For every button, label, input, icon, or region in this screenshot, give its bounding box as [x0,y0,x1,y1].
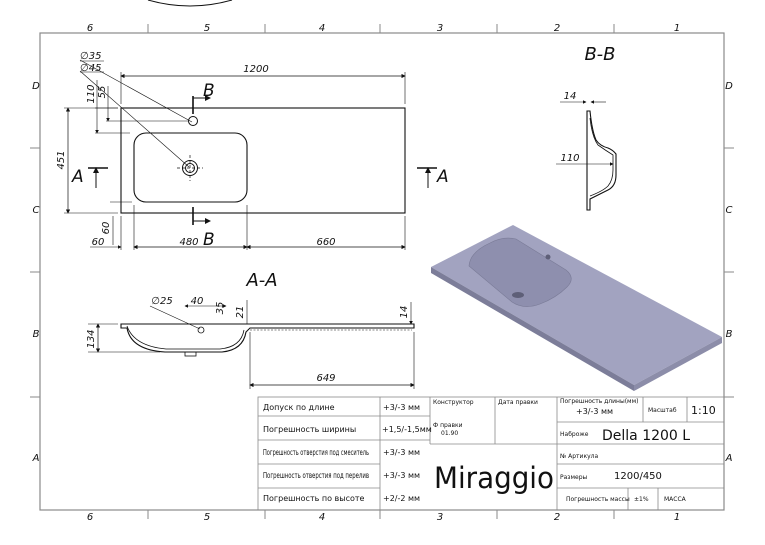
section-bb-title: B-B [585,44,616,65]
dim-offset-110: 110 [86,84,97,103]
tolerance-label-overflow: Погрешность отверстия под перелив [263,471,369,480]
title-block-text: Допуск по длине +3/-3 мм Погрешность шир… [263,398,716,503]
dim-aa-649: 649 [316,373,335,384]
product-name: Della 1200 L [602,428,690,444]
dim-bowl-480: 480 [179,237,198,248]
col-label-2: 2 [554,23,560,34]
title-block-frame [257,396,725,511]
dim-aa-drain-25: ∅25 [151,296,172,307]
tolerance-value-overflow: +3/-3 мм [383,471,420,480]
render-side-edge [634,337,722,391]
sizes-value: 1200/450 [614,471,662,482]
section-bb-profile [586,110,617,211]
date-label: Дата правки [498,399,538,406]
cut-marker-b-bottom: B [203,230,215,250]
partial-sink-outline [147,0,233,7]
row-label-c-right: C [726,205,733,216]
depth-tolerance-value: +3/-3 мм [576,407,613,416]
tolerance-label-height: Погрешность по высоте [263,494,365,503]
leader-45 [79,70,190,168]
brand-logo: Miraggio [434,461,554,495]
row-label-d-right: D [725,81,733,92]
row-label-c: C [33,205,40,216]
cut-marker-a-right: A [436,167,449,187]
row-label-d: D [32,81,40,92]
dim-bottom-60: 60 [101,222,112,235]
name-label: Наброже [560,431,589,438]
dim-width-451: 451 [56,150,67,169]
scale-label: Масштаб [648,407,677,414]
faucet-hole [188,116,198,126]
col-label-3-bottom: 3 [437,512,443,523]
tolerance-value-faucet: +3/-3 мм [383,448,420,457]
col-label-5-bottom: 5 [204,512,210,523]
dim-hole-35: ∅35 [80,51,101,62]
column-labels-bottom: 6 5 4 3 2 1 [87,512,680,523]
render-faucet-hole [545,254,551,260]
section-bb: B-B 14 110 [556,44,617,211]
row-label-b-right: B [726,329,733,340]
dim-aa-134: 134 [86,329,97,348]
article-label: № Артикула [560,453,598,460]
tolerance-label-length: Допуск по длине [263,403,335,412]
col-label-5: 5 [204,23,210,34]
plan-view: ∅35 ∅45 1200 110 55 451 60 60 480 [56,51,449,250]
leader-35 [79,59,193,123]
depth-tolerance-label: Погрешность длины(мм) [560,398,638,405]
tolerance-value-width: +1,5/-1,5мм [382,425,432,434]
row-label-b: B [33,329,40,340]
dim-aa-40: 40 [191,296,204,307]
designer-label: Конструктор [433,399,474,406]
col-label-6: 6 [87,23,93,34]
render-bowl [468,237,572,307]
render-front-edge [431,267,634,391]
col-label-4: 4 [319,23,325,34]
mass-tolerance-label: Погрешность массы [566,496,630,503]
dim-overall-length: 1200 [243,64,268,75]
render-drain [512,292,524,298]
section-aa-title: A-A [245,270,277,291]
tolerance-value-length: +3/-3 мм [383,403,420,412]
row-label-a: A [32,453,40,464]
tolerance-label-faucet: Погрешность отверстия под смеситель [263,448,369,457]
bowl-outline [133,132,248,203]
note-value: 01.90 [441,430,458,437]
scale-value: 1:10 [691,404,716,417]
col-label-6-bottom: 6 [87,512,93,523]
col-label-2-bottom: 2 [554,512,560,523]
row-labels-right: D C B A [725,81,734,464]
dim-aa-35: 35 [215,302,226,315]
dim-bb-110: 110 [560,153,579,164]
zone-ticks [30,24,734,519]
cut-marker-a-left: A [71,167,84,187]
dim-aa-14: 14 [399,306,410,319]
col-label-1-bottom: 1 [674,512,680,523]
dim-shelf-660: 660 [316,237,335,248]
row-label-a-right: A [725,453,733,464]
dim-offset-55: 55 [97,86,108,99]
countertop-outline [120,107,406,214]
col-label-1: 1 [674,23,680,34]
tolerance-value-height: +2/-2 мм [383,494,420,503]
section-aa: A-A ∅25 40 35 21 14 134 649 [86,270,415,389]
sink-3d-render [431,225,722,391]
section-aa-profile [120,323,415,353]
sizes-label: Размеры [560,474,588,481]
col-label-3: 3 [437,23,443,34]
column-labels-top: 6 5 4 3 2 1 [87,23,680,34]
dim-bb-14: 14 [564,91,577,102]
dim-left-60: 60 [92,237,105,248]
mass-tolerance-value: ±1% [634,496,649,503]
dim-aa-21: 21 [235,306,246,319]
note-label: Ф правки [433,422,463,429]
mass-label: МАССА [664,496,687,503]
row-labels-left: D C B A [32,81,41,464]
cut-marker-b-top: B [203,81,215,101]
tolerance-label-width: Погрешность ширины [263,425,356,434]
dim-hole-45: ∅45 [80,63,101,74]
title-block [257,396,725,511]
col-label-4-bottom: 4 [319,512,325,523]
